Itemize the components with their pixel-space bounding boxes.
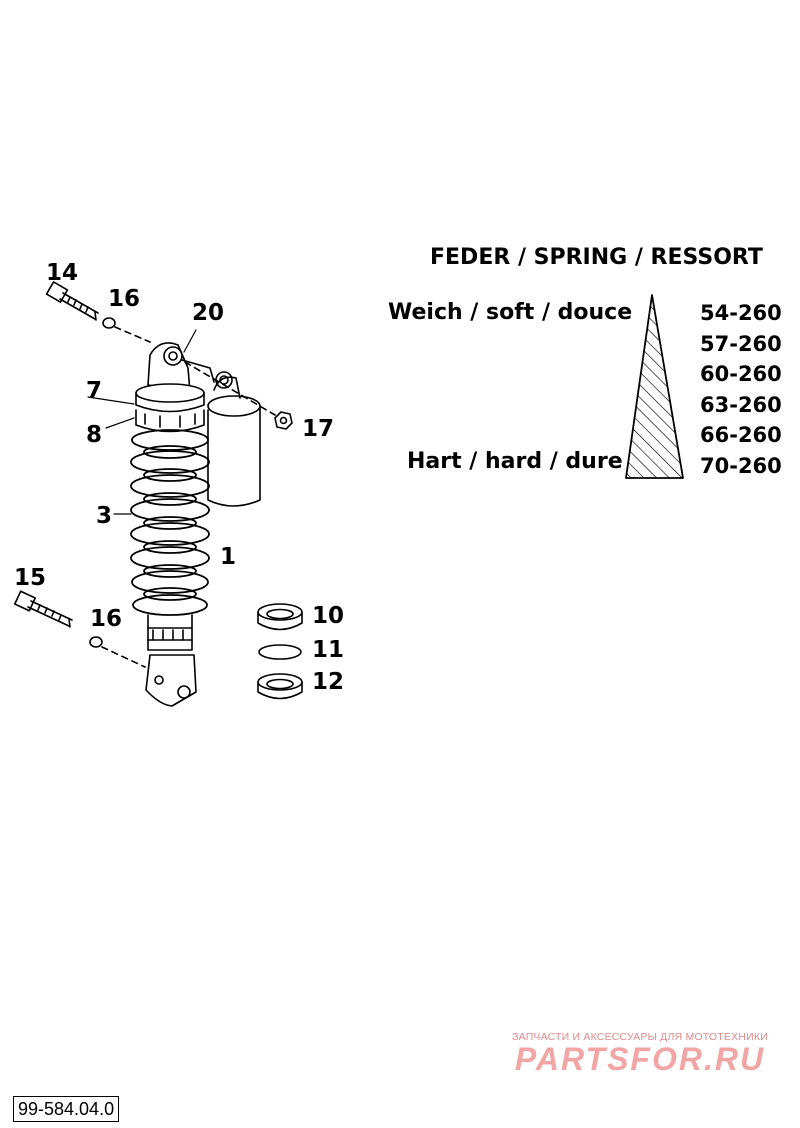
bolt-15 [13, 590, 73, 628]
drawing-code: 99-584.04.0 [13, 1096, 120, 1122]
part-11-washer [258, 644, 302, 660]
bolt-14 [45, 281, 99, 321]
callout-12: 12 [312, 669, 345, 695]
callout-17: 17 [302, 416, 335, 442]
spring-rate: 63-260 [700, 392, 782, 417]
spring-stiffness-wedge [625, 294, 684, 479]
spring-rate-list: 54-260 57-260 60-260 63-260 66-260 70-26… [700, 298, 790, 482]
callout-11: 11 [312, 637, 345, 663]
callout-8: 8 [86, 422, 103, 448]
callout-20: 20 [192, 300, 225, 326]
coil-spring [130, 429, 210, 616]
callout-15: 15 [14, 565, 47, 591]
callout-16-upper: 16 [108, 286, 141, 312]
watermark: ЗАПЧАСТИ И АКСЕССУАРЫ ДЛЯ МОТОТЕХНИКИ PA… [490, 1031, 790, 1078]
washer-16-upper [102, 317, 116, 329]
spring-rate: 57-260 [700, 331, 782, 356]
spring-rate: 60-260 [700, 362, 782, 387]
callout-10: 10 [312, 603, 345, 629]
spring-rate: 54-260 [700, 301, 782, 325]
watermark-brand: PARTSFOR.RU [514, 1041, 766, 1077]
nut-17 [274, 411, 293, 430]
watermark-tagline: ЗАПЧАСТИ И АКСЕССУАРЫ ДЛЯ МОТОТЕХНИКИ [512, 1031, 768, 1043]
lower-body [145, 614, 197, 707]
callout-16-lower: 16 [90, 606, 123, 632]
spring-table-title: FEDER / SPRING / RESSORT [430, 245, 763, 270]
part-10-seal [257, 603, 303, 631]
callout-14: 14 [46, 260, 79, 286]
washer-16-lower [89, 636, 103, 648]
top-eye [147, 329, 215, 393]
spring-seat [135, 383, 205, 433]
gas-reservoir [207, 371, 261, 507]
spring-hard-label: Hart / hard / dure [407, 449, 623, 474]
callout-3: 3 [96, 503, 113, 529]
part-12-seal [257, 673, 303, 700]
spring-rate: 70-260 [700, 453, 782, 478]
callout-7: 7 [86, 378, 103, 404]
spring-rate: 66-260 [700, 423, 782, 448]
callout-1: 1 [220, 544, 237, 570]
spring-soft-label: Weich / soft / douce [388, 300, 633, 325]
